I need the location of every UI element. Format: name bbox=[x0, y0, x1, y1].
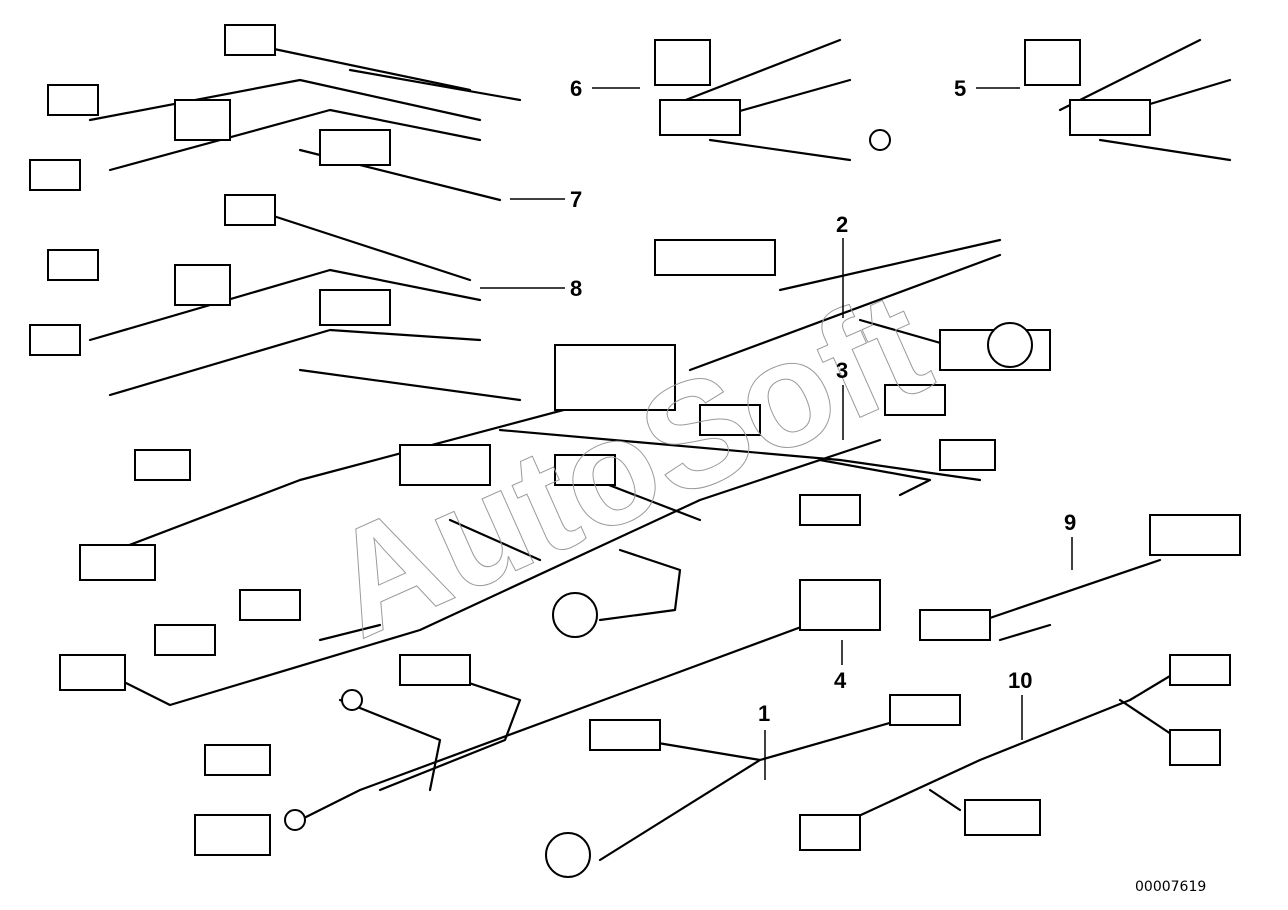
wire bbox=[1058, 38, 1202, 112]
connector bbox=[659, 99, 741, 136]
wire bbox=[998, 623, 1052, 642]
connector bbox=[399, 444, 491, 486]
wire bbox=[108, 328, 482, 397]
round-plug bbox=[552, 592, 598, 638]
wires bbox=[88, 38, 1232, 862]
connector bbox=[1149, 514, 1241, 556]
label-6: 6 bbox=[570, 76, 582, 101]
label-9: 9 bbox=[1064, 510, 1076, 535]
round-plug bbox=[869, 129, 891, 151]
wire bbox=[253, 208, 472, 282]
connector bbox=[799, 579, 881, 631]
round-plug bbox=[284, 809, 306, 831]
connector bbox=[654, 239, 776, 276]
connector bbox=[204, 744, 271, 776]
connector bbox=[29, 324, 81, 356]
connector bbox=[154, 624, 216, 656]
wire bbox=[928, 788, 962, 812]
label-7: 7 bbox=[570, 187, 582, 212]
connector bbox=[194, 814, 271, 856]
connector bbox=[174, 99, 231, 141]
wire bbox=[448, 518, 542, 562]
connector bbox=[654, 39, 711, 86]
connector bbox=[1069, 99, 1151, 136]
connector bbox=[1169, 729, 1221, 766]
wire bbox=[253, 43, 472, 92]
round-plug bbox=[987, 322, 1033, 368]
round-plug bbox=[341, 689, 363, 711]
connector bbox=[799, 814, 861, 851]
connector bbox=[319, 129, 391, 166]
label-8: 8 bbox=[570, 276, 582, 301]
wire bbox=[848, 668, 1182, 822]
wire bbox=[708, 138, 852, 162]
wire bbox=[348, 68, 522, 102]
reference-number: 00007619 bbox=[1135, 879, 1206, 895]
wire bbox=[688, 253, 1002, 372]
wire bbox=[818, 458, 932, 497]
connector bbox=[699, 404, 761, 436]
connector bbox=[399, 654, 471, 686]
wire bbox=[88, 78, 482, 122]
label-2: 2 bbox=[836, 212, 848, 237]
connector bbox=[47, 84, 99, 116]
connector bbox=[174, 264, 231, 306]
connector bbox=[1024, 39, 1081, 86]
connector bbox=[224, 194, 276, 226]
connector bbox=[134, 449, 191, 481]
wire bbox=[1098, 138, 1232, 162]
connector bbox=[224, 24, 276, 56]
label-10: 10 bbox=[1008, 668, 1032, 693]
wire bbox=[778, 238, 1002, 292]
connector bbox=[964, 799, 1041, 836]
connector bbox=[29, 159, 81, 191]
wire bbox=[658, 38, 842, 112]
connector bbox=[799, 494, 861, 526]
wire bbox=[338, 698, 442, 792]
wire bbox=[598, 548, 682, 622]
connector bbox=[239, 589, 301, 621]
connector bbox=[79, 544, 156, 581]
connector bbox=[884, 384, 946, 416]
connector bbox=[919, 609, 991, 641]
connector bbox=[889, 694, 961, 726]
label-4: 4 bbox=[834, 668, 847, 693]
wire bbox=[378, 678, 522, 792]
connector bbox=[554, 344, 676, 411]
wire bbox=[298, 618, 822, 822]
wire bbox=[108, 108, 482, 172]
label-5: 5 bbox=[954, 76, 966, 101]
wire bbox=[318, 623, 382, 642]
wire bbox=[118, 438, 882, 707]
wire bbox=[88, 268, 482, 342]
leader-lines bbox=[480, 87, 1073, 780]
wire bbox=[498, 428, 982, 482]
connectors bbox=[29, 24, 1241, 878]
wire bbox=[88, 393, 622, 562]
label-3: 3 bbox=[836, 358, 848, 383]
connector bbox=[319, 289, 391, 326]
wire bbox=[298, 368, 522, 402]
connector bbox=[59, 654, 126, 691]
connector bbox=[554, 454, 616, 486]
round-plug bbox=[545, 832, 591, 878]
connector bbox=[939, 439, 996, 471]
connector bbox=[589, 719, 661, 751]
connector bbox=[1169, 654, 1231, 686]
connector bbox=[47, 249, 99, 281]
label-1: 1 bbox=[758, 701, 770, 726]
